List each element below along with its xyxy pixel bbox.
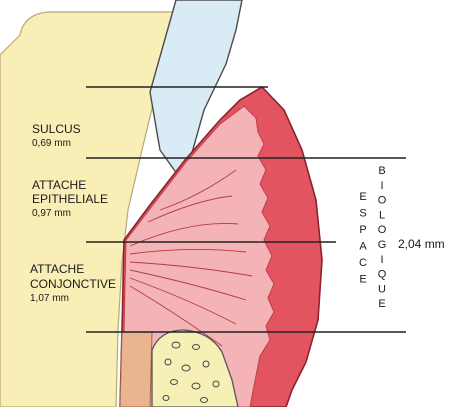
biologique-letter: B — [378, 165, 385, 177]
espace-letter: C — [359, 257, 367, 269]
biologique-letter: L — [379, 209, 385, 221]
espace-letter: E — [359, 191, 366, 203]
biologique-letter: O — [378, 195, 387, 207]
biologique-letter: O — [378, 224, 387, 236]
biologique-letter: U — [378, 283, 386, 295]
connective-value: 1,07 mm — [30, 293, 69, 304]
biologique-letter: I — [380, 180, 383, 192]
epithelial-label-line2: EPITHELIALE — [32, 192, 108, 206]
biologique-letter: E — [378, 298, 385, 310]
epithelial-label-line1: ATTACHE — [32, 178, 86, 192]
espace-letter: E — [359, 274, 366, 286]
biologic-width-total: 2,04 mm — [398, 237, 445, 251]
sulcus-value: 0,69 mm — [32, 138, 71, 149]
espace-letter: S — [359, 208, 366, 220]
sulcus-label: SULCUS — [32, 122, 81, 136]
connective-label-line2: CONJONCTIVE — [30, 277, 116, 291]
biologique-letter: G — [378, 239, 387, 251]
biologique-letter: Q — [378, 269, 387, 281]
root-cementum — [120, 332, 152, 407]
espace-letter: A — [359, 241, 367, 253]
espace-letter: P — [359, 224, 366, 236]
connective-label-line1: ATTACHE — [30, 262, 84, 276]
biologique-letter: I — [380, 254, 383, 266]
epithelial-value: 0,97 mm — [32, 208, 71, 219]
